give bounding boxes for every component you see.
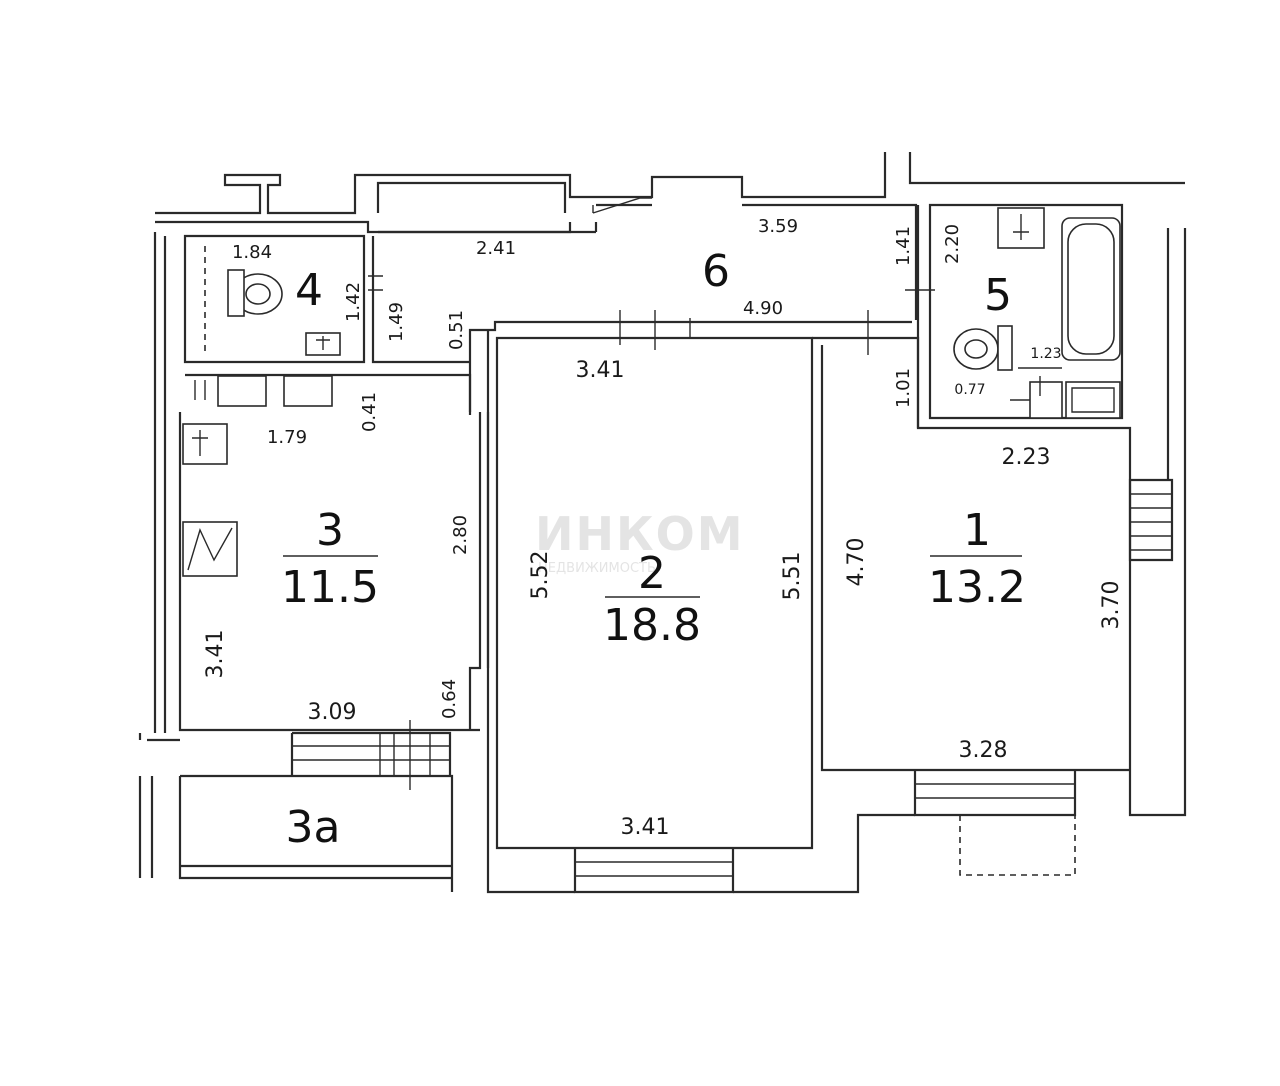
room-3-area: 11.5 <box>281 562 379 613</box>
dimension-2-23: 2.23 <box>1002 445 1051 470</box>
dimension-0-77: 0.77 <box>954 382 985 398</box>
watermark-brand: ИНКОМ <box>535 507 744 561</box>
room-1-number: 1 <box>963 505 991 556</box>
dimension-1-84: 1.84 <box>232 242 272 263</box>
dimension-3-41-top: 3.41 <box>576 358 625 383</box>
dimension-3-41-bottom: 3.41 <box>621 815 670 840</box>
dimension-5-51: 5.51 <box>780 552 805 601</box>
room-6-number: 6 <box>702 246 730 297</box>
dimension-0-41: 0.41 <box>359 392 380 432</box>
dimension-4-90: 4.90 <box>743 298 783 319</box>
dimension-4-70: 4.70 <box>844 538 869 587</box>
room-3-number: 3 <box>316 505 344 556</box>
dimension-3-09: 3.09 <box>308 700 357 725</box>
watermark-tagline: НЕДВИЖИМОСТЬ <box>538 561 656 576</box>
dimension-labels: 1.84 2.41 3.59 1.41 2.20 1.42 1.49 0.51 … <box>203 216 1124 840</box>
dimension-1-23: 1.23 <box>1030 346 1061 362</box>
room-2-area: 18.8 <box>603 600 701 651</box>
dimension-1-49: 1.49 <box>386 302 407 342</box>
dimension-2-41: 2.41 <box>476 238 516 259</box>
walls <box>138 152 1187 894</box>
dimension-1-79: 1.79 <box>267 427 307 448</box>
dimension-0-64: 0.64 <box>439 679 460 719</box>
room-labels: 1 13.2 2 18.8 3 11.5 3a 4 5 6 <box>281 246 1026 853</box>
dimension-3-28: 3.28 <box>959 738 1008 763</box>
dimension-1-42: 1.42 <box>343 282 364 322</box>
watermark: ИНКОМ НЕДВИЖИМОСТЬ <box>535 507 744 576</box>
room-3a-number: 3a <box>286 802 341 853</box>
room-1-area: 13.2 <box>928 562 1026 613</box>
dimension-3-70: 3.70 <box>1099 581 1124 630</box>
dimension-2-20: 2.20 <box>942 224 963 264</box>
room-5-number: 5 <box>984 270 1012 321</box>
dimension-1-41: 1.41 <box>893 226 914 266</box>
dimension-0-51: 0.51 <box>446 310 467 350</box>
dimension-5-52: 5.52 <box>528 551 553 600</box>
dimension-3-59: 3.59 <box>758 216 798 237</box>
room-4-number: 4 <box>295 265 323 316</box>
dimension-2-80: 2.80 <box>450 515 471 555</box>
dimension-1-01: 1.01 <box>893 368 914 408</box>
dimension-3-41-left: 3.41 <box>203 630 228 679</box>
room-2-number: 2 <box>638 548 666 599</box>
